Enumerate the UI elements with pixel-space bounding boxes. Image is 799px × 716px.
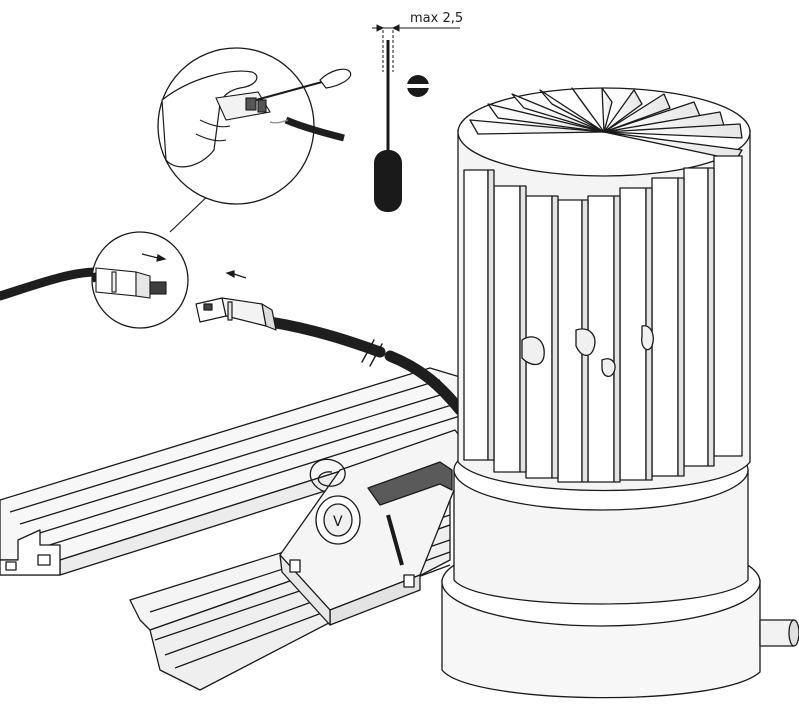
- flat-blade-icon: [406, 75, 430, 97]
- direction-arrows: [141, 253, 247, 279]
- connector-plug: [95, 267, 167, 299]
- mount-adapter: V: [279, 429, 471, 626]
- screwdriver-detail: [157, 47, 352, 205]
- screwdriver-icon: [374, 30, 402, 212]
- heatsink: [441, 87, 799, 699]
- svg-text:V: V: [333, 514, 343, 530]
- connector-detail: [90, 191, 213, 329]
- cable: [0, 267, 466, 416]
- connector-socket: [195, 297, 277, 331]
- dimension-label: max 2,5: [410, 11, 463, 26]
- dimension-indicator: [372, 24, 460, 32]
